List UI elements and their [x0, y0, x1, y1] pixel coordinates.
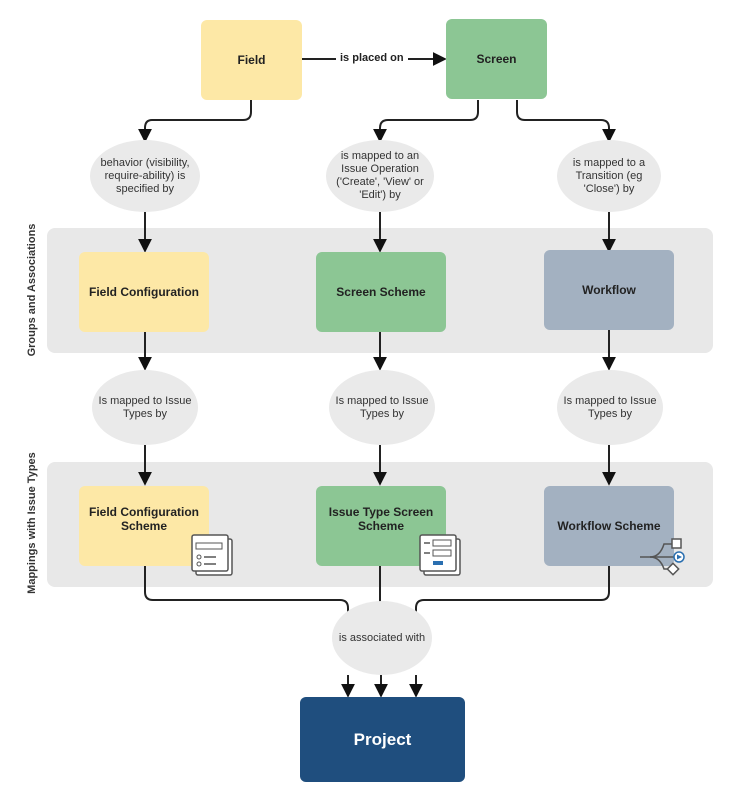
screen-node: Screen	[446, 19, 547, 99]
transition-bubble: is mapped to a Transition (eg 'Close') b…	[557, 140, 661, 212]
issue-types-bubble-1: Is mapped to Issue Types by	[92, 370, 198, 445]
issue-types-bubble-2: Is mapped to Issue Types by	[329, 370, 435, 445]
behavior-bubble: behavior (visibility, require-ability) i…	[90, 140, 200, 212]
form-document-icon	[191, 534, 233, 576]
placed-on-label: is placed on	[336, 52, 408, 64]
workflow-branch-icon	[640, 538, 685, 576]
field-node: Field	[201, 20, 302, 100]
project-node: Project	[300, 697, 465, 782]
workflow-node: Workflow	[544, 250, 674, 330]
issue-types-bubble-3: Is mapped to Issue Types by	[557, 370, 663, 445]
screen-scheme-node: Screen Scheme	[316, 252, 446, 332]
issue-operation-bubble: is mapped to an Issue Operation ('Create…	[326, 140, 434, 212]
field-configuration-scheme-node: Field Configuration Scheme	[79, 486, 209, 566]
associated-bubble: is associated with	[332, 601, 432, 675]
issue-type-screen-scheme-node: Issue Type Screen Scheme	[316, 486, 446, 566]
field-configuration-node: Field Configuration	[79, 252, 209, 332]
screen-layout-icon	[419, 534, 461, 576]
workflow-scheme-node: Workflow Scheme	[544, 486, 674, 566]
